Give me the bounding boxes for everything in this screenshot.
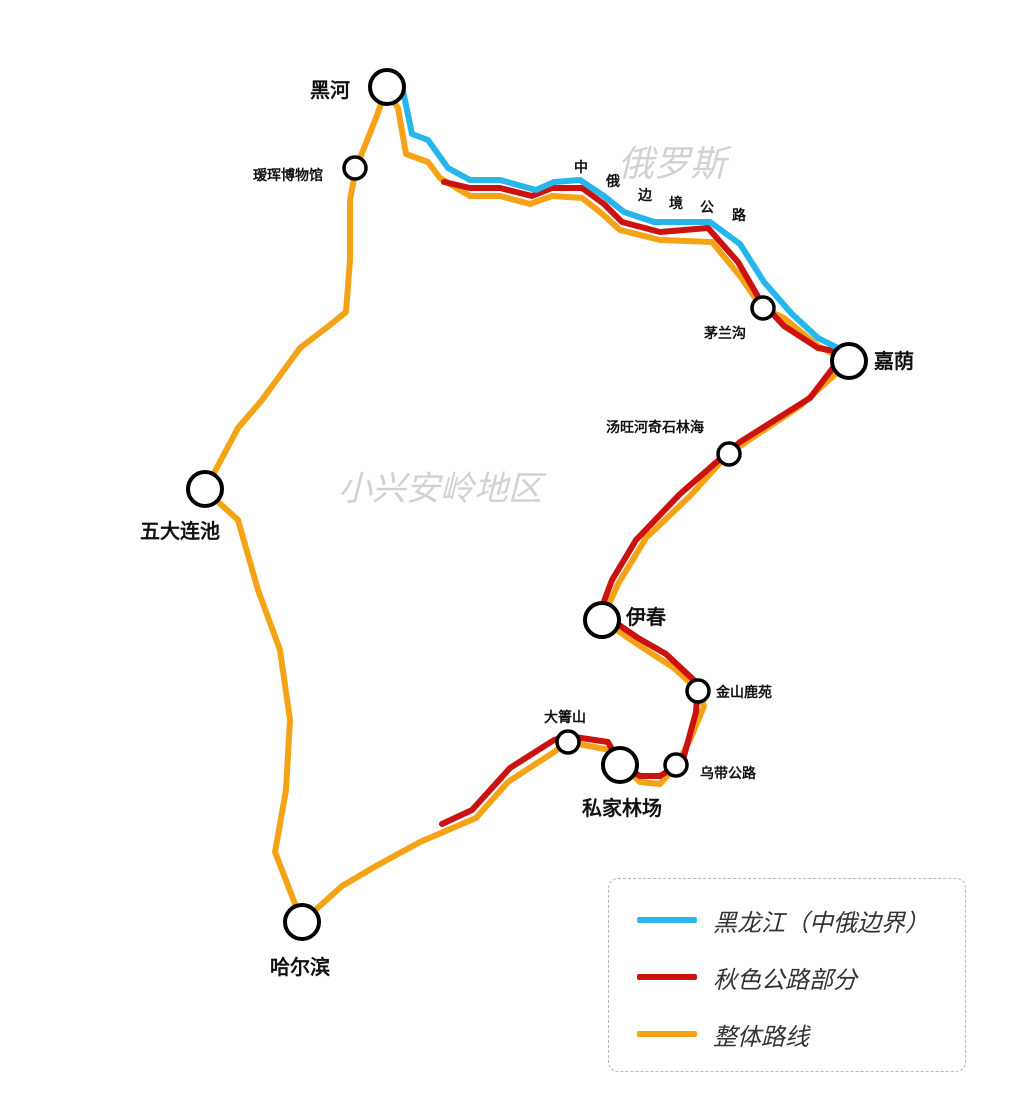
- stop-daqingshan[interactable]: [555, 729, 581, 755]
- legend-item-autumn-road: 秋色公路部分: [637, 962, 857, 994]
- label-yichun: 伊春: [625, 605, 667, 629]
- region-label-xiaoxinganling: 小兴安岭地区: [338, 469, 547, 509]
- legend-swatch-overall-route: [637, 1031, 697, 1037]
- road-char: 边: [637, 188, 653, 204]
- label-jinshan-deer: 金山鹿苑: [715, 684, 772, 701]
- legend-swatch-autumn-road: [637, 974, 697, 980]
- legend-label-overall-route: 整体路线: [713, 1022, 809, 1051]
- label-border-road: 中 俄 边 境 公 路: [574, 159, 747, 224]
- label-daqingshan: 大箐山: [544, 709, 586, 726]
- label-aihui-museum: 瑷珲博物馆: [253, 167, 323, 184]
- label-sijia-forest: 私家林场: [582, 796, 662, 820]
- road-char: 中: [574, 159, 588, 176]
- map-legend: 黑龙江（中俄边界） 秋色公路部分 整体路线: [608, 878, 966, 1072]
- label-heihe: 黑河: [310, 78, 350, 102]
- legend-swatch-river: [637, 917, 697, 923]
- station-yichun[interactable]: [583, 601, 621, 639]
- label-tangwanghe: 汤旺河奇石林海: [606, 419, 704, 436]
- label-jiayin: 嘉荫: [873, 349, 914, 373]
- stop-jinshan-deer[interactable]: [685, 678, 711, 704]
- stop-tangwanghe[interactable]: [716, 441, 742, 467]
- legend-item-river: 黑龙江（中俄边界）: [637, 905, 929, 937]
- label-maolangou: 茅兰沟: [704, 325, 746, 342]
- road-char: 境: [669, 195, 683, 212]
- legend-item-overall-route: 整体路线: [637, 1019, 809, 1051]
- station-sijia-forest[interactable]: [601, 746, 639, 784]
- autumn-road-path: [441, 179, 843, 355]
- road-char: 路: [732, 207, 747, 224]
- station-heihe[interactable]: [368, 68, 406, 106]
- station-wudalianchi[interactable]: [186, 470, 224, 508]
- station-jiayin[interactable]: [830, 342, 868, 380]
- stop-aihui-museum[interactable]: [342, 155, 368, 181]
- station-harbin[interactable]: [283, 903, 321, 941]
- legend-label-river: 黑龙江（中俄边界）: [713, 908, 929, 937]
- label-harbin: 哈尔滨: [270, 955, 330, 979]
- stop-wudai-road[interactable]: [663, 752, 689, 778]
- legend-label-autumn-road: 秋色公路部分: [713, 965, 857, 994]
- road-char: 俄: [605, 173, 620, 190]
- region-label-russia: 俄罗斯: [618, 144, 732, 185]
- label-wudai-road: 乌带公路: [700, 765, 757, 782]
- stop-maolangou[interactable]: [750, 295, 776, 321]
- heilongjiang-river-path: [399, 83, 849, 355]
- label-wudalianchi: 五大连池: [140, 519, 220, 543]
- road-char: 公: [700, 200, 714, 216]
